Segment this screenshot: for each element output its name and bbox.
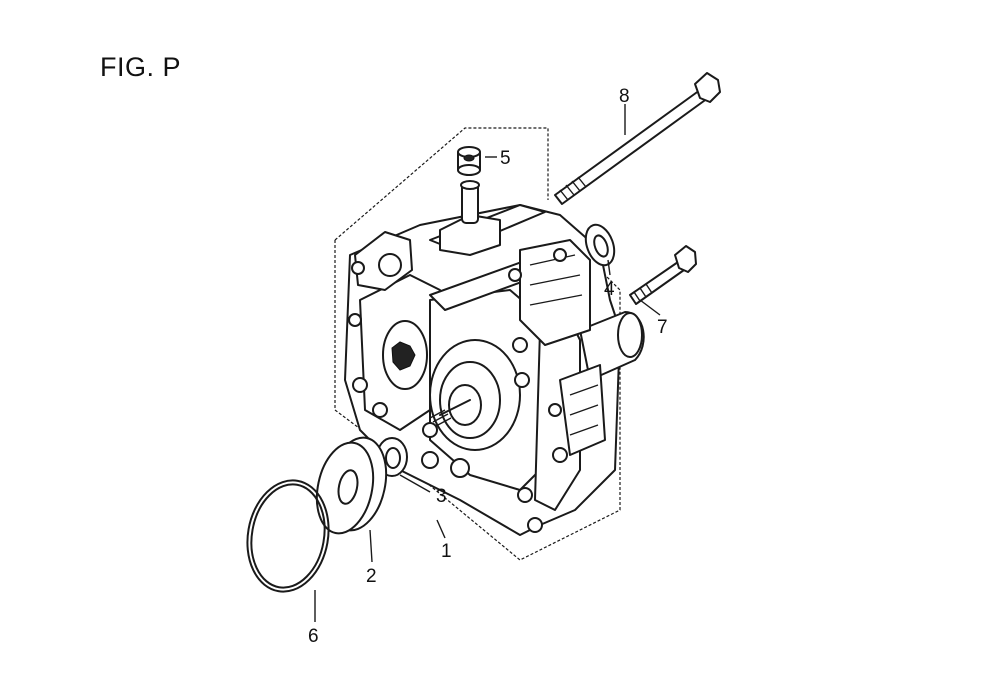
callout-6: 6 bbox=[308, 626, 319, 647]
callout-4: 4 bbox=[604, 279, 615, 300]
short-bolt-part-7 bbox=[629, 245, 697, 305]
cap-part-5 bbox=[457, 146, 481, 176]
callout-5: 5 bbox=[500, 148, 511, 169]
leader-lines bbox=[314, 104, 661, 622]
callout-2: 2 bbox=[366, 566, 377, 587]
o-ring-part-6 bbox=[246, 479, 330, 593]
callout-3: 3 bbox=[436, 486, 447, 507]
callout-1: 1 bbox=[441, 541, 452, 562]
seal-part-4 bbox=[584, 223, 616, 267]
callout-7: 7 bbox=[657, 317, 668, 338]
callout-8: 8 bbox=[619, 86, 630, 107]
washer-part-2 bbox=[315, 436, 388, 535]
assembly-outline bbox=[334, 127, 621, 561]
housing-part-1 bbox=[344, 180, 645, 536]
long-bolt-part-8 bbox=[554, 72, 721, 205]
figure-title: FIG. P bbox=[100, 52, 182, 82]
